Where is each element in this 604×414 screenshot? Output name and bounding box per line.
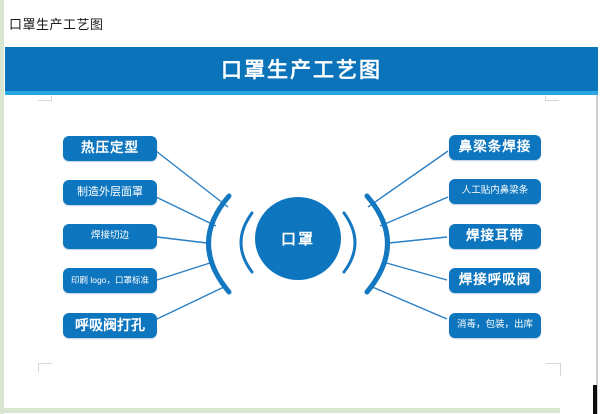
connector-line [369,285,448,320]
document-title: 口罩生产工艺图 [9,17,104,32]
small-left-arc [239,211,254,274]
big-left-arc [206,193,232,295]
step-box-manual-inner-nose-strip[interactable]: 人工贴内鼻梁条 [449,179,541,204]
step-box-nose-strip-welding[interactable]: 鼻梁条焊接 [449,135,541,160]
step-box-valve-punching[interactable]: 呼吸阀打孔 [63,313,157,338]
step-box-weld-breathing-valve[interactable]: 焊接呼吸阀 [449,268,541,293]
connector-line [156,236,208,244]
banner-accent-strip [5,91,598,95]
title-banner[interactable]: 口罩生产工艺图 [5,47,598,91]
step-box-disinfect-pack-ship[interactable]: 消毒，包装，出库 [449,313,541,338]
parenthesis-arcs [206,193,390,295]
connector-line [155,196,217,227]
step-box-weld-ear-straps[interactable]: 焊接耳带 [449,224,541,249]
connector-line [155,150,229,208]
connector-lines-right [367,150,449,320]
connector-lines-left [155,150,229,320]
connector-line [379,196,449,227]
step-box-make-outer-mask[interactable]: 制造外层面罩 [63,180,157,205]
step-box-weld-trim[interactable]: 焊接切边 [63,224,157,249]
connector-line [156,261,214,281]
scrollbar-track[interactable] [596,95,598,414]
center-mask-circle[interactable]: 口罩 [255,197,341,280]
placeholder-corner-mark-bottom-right [546,363,561,376]
banner-title-text: 口罩生产工艺图 [221,59,382,82]
connector-line [367,150,449,208]
center-mask-label: 口罩 [280,231,315,248]
placeholder-corner-mark-top-left [38,96,52,101]
scrollbar-thumb[interactable] [593,385,597,414]
placeholder-corner-mark-bottom-left [38,363,52,372]
step-box-print-logo-standard[interactable]: 印刷 logo，口罩标准 [63,268,157,293]
page-margin-strip-bottom [0,408,560,413]
connector-line [156,285,227,320]
big-right-arc [364,193,390,295]
connector-line [388,236,448,244]
page-margin-strip-left [0,0,4,414]
small-right-arc [342,211,357,274]
placeholder-corner-mark-top-right [545,96,559,101]
step-box-hot-press-forming[interactable]: 热压定型 [63,136,157,161]
connector-line [382,261,448,281]
